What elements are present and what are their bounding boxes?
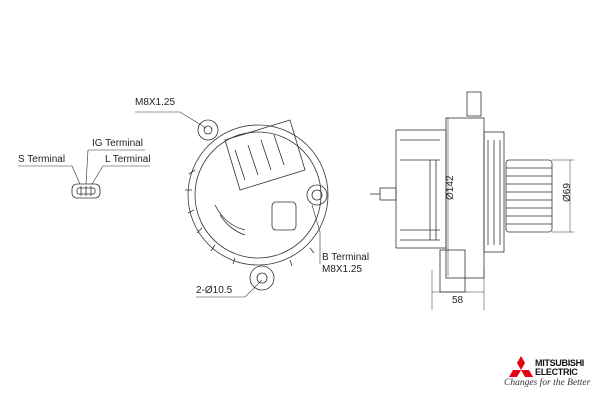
- logo-tagline: Changes for the Better: [504, 378, 591, 388]
- label-b-terminal: B Terminal: [322, 252, 370, 263]
- label-s-terminal: S Terminal: [18, 154, 66, 165]
- logo-brand-line1: MITSUBISHI: [535, 358, 585, 368]
- front-view: [185, 119, 329, 291]
- dim-pulley-diameter: Ø69: [562, 183, 573, 202]
- label-ig-terminal: IG Terminal: [92, 138, 143, 149]
- pulley: [505, 159, 553, 233]
- label-b-terminal-thread: M8X1.25: [322, 264, 363, 275]
- label-l-terminal: L Terminal: [105, 154, 151, 165]
- side-view: [370, 91, 553, 293]
- dim-length: 58: [452, 295, 464, 306]
- connector-icon: [71, 183, 101, 199]
- label-mount-thread-top: M8X1.25: [135, 97, 176, 108]
- label-mount-holes: 2-Ø10.5: [196, 285, 233, 296]
- mitsubishi-logo-icon: [509, 356, 533, 377]
- dim-body-diameter: Ø142: [445, 175, 456, 200]
- logo-brand-line2: ELECTRIC: [535, 367, 578, 377]
